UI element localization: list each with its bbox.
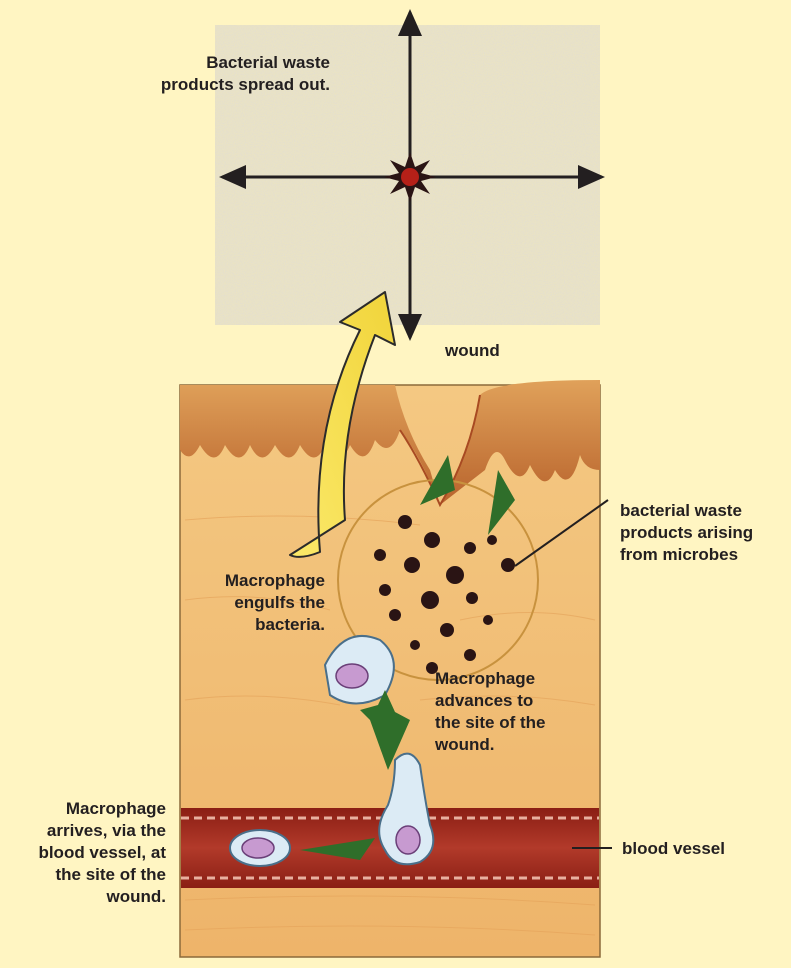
label-blood-vessel: blood vessel (622, 838, 725, 860)
label-waste-arising: bacterial waste products arising from mi… (620, 500, 753, 566)
label-waste-spread: Bacterial waste products spread out. (150, 52, 330, 96)
label-engulfs: Macrophage engulfs the bacteria. (175, 570, 325, 636)
label-wound: wound (445, 340, 500, 362)
label-arrives: Macrophage arrives, via the blood vessel… (0, 798, 166, 908)
label-advances: Macrophage advances to the site of the w… (435, 668, 546, 756)
